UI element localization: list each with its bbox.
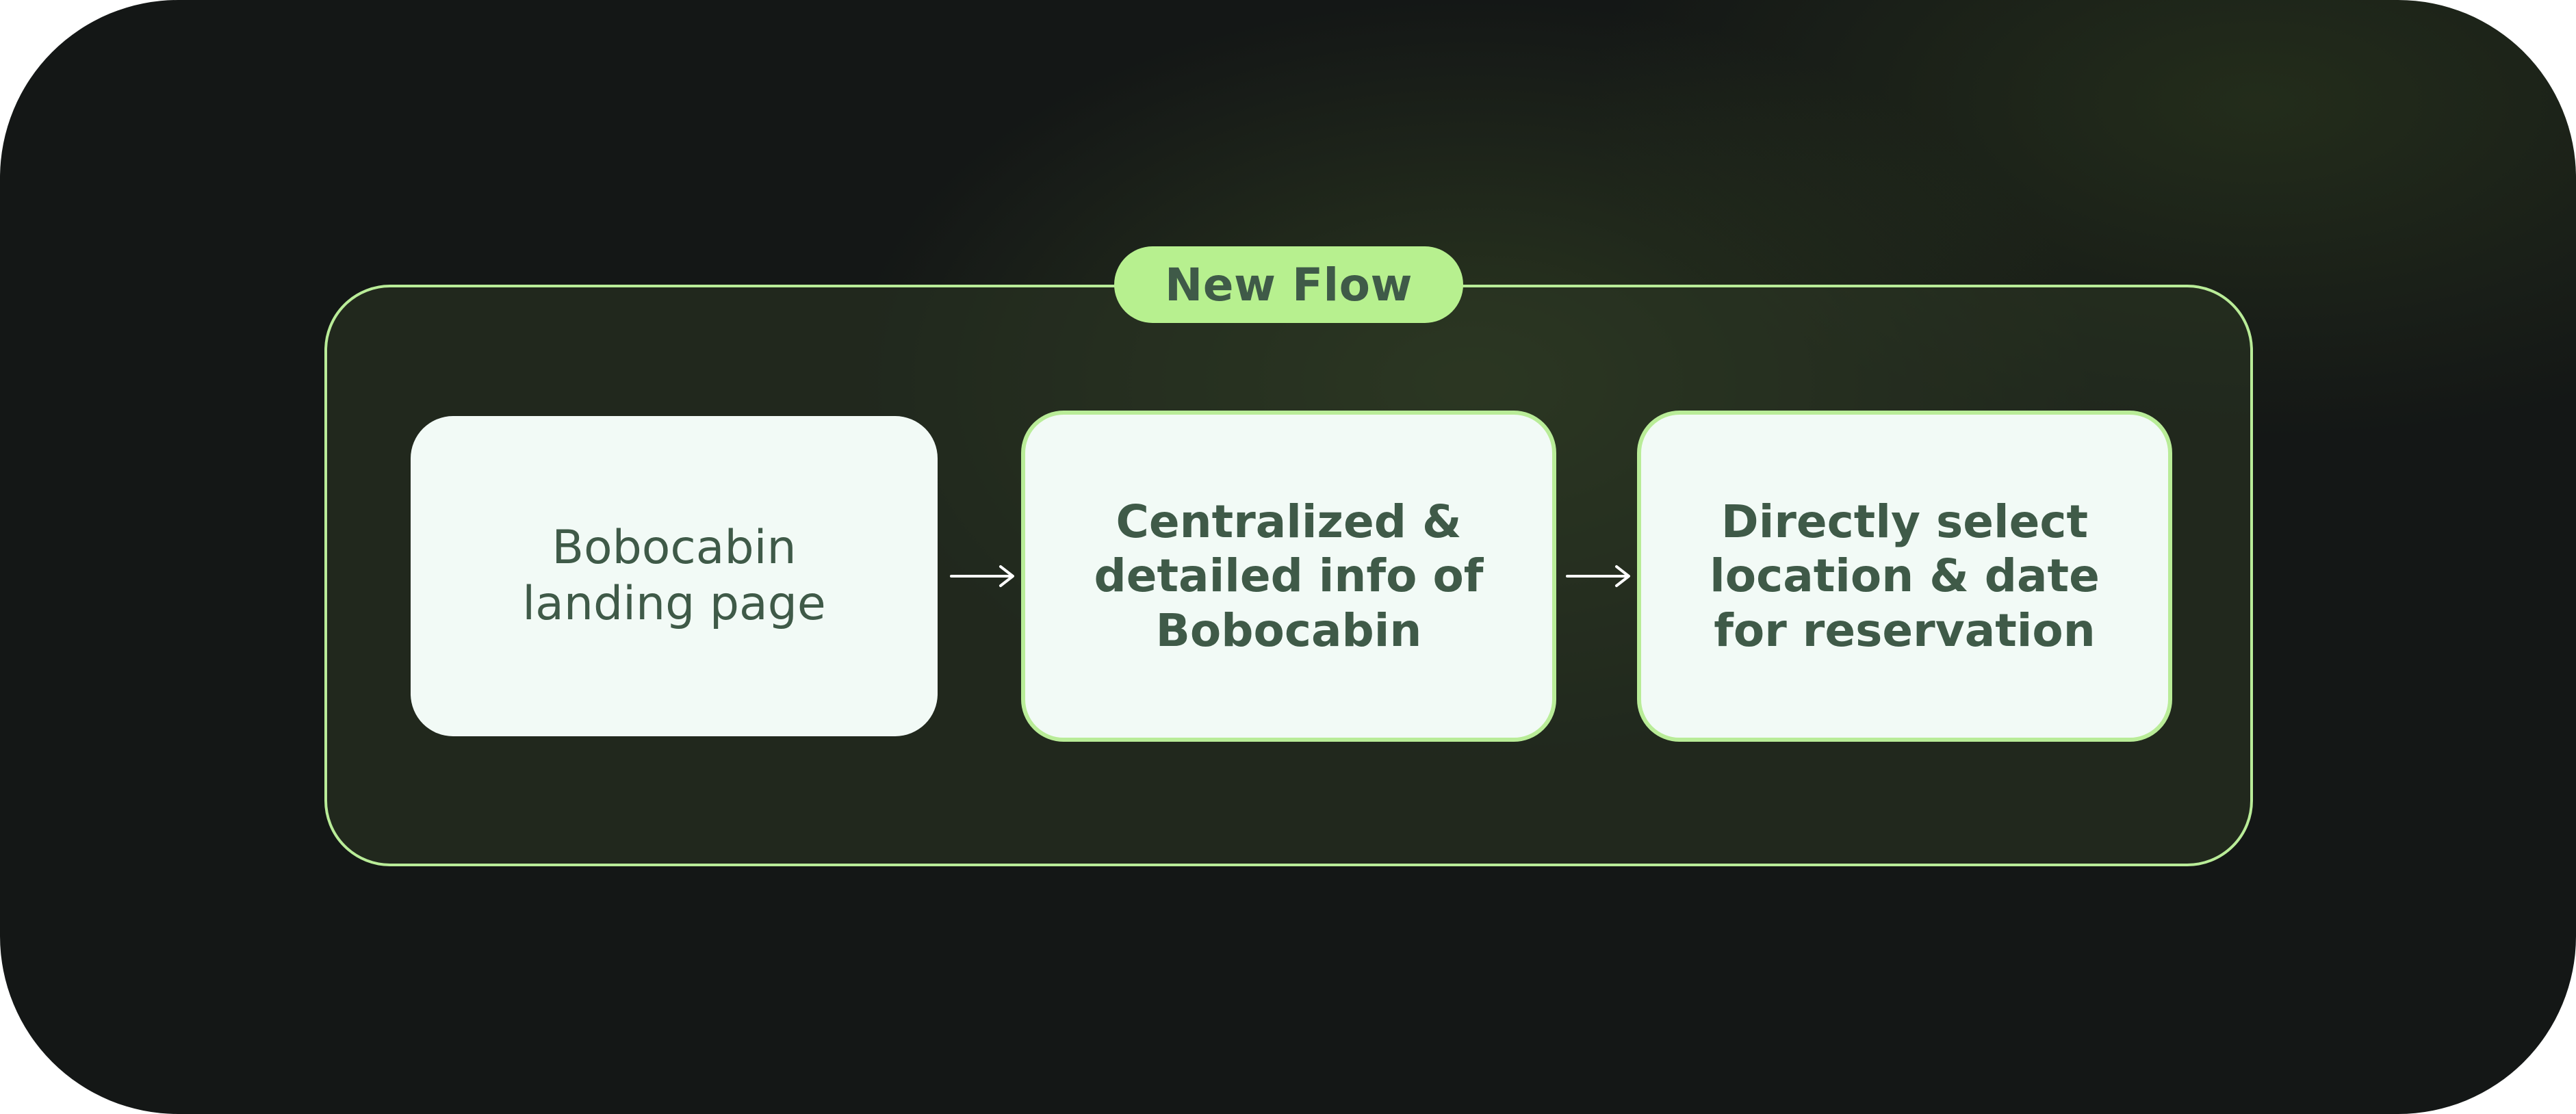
flow-title-badge: New Flow <box>1114 246 1463 323</box>
step-line: location & date <box>1710 549 2100 603</box>
step-line: detailed info of <box>1094 549 1484 603</box>
arrow-right-icon <box>950 565 1014 587</box>
step-line: landing page <box>522 577 826 631</box>
step-label: Centralized & detailed info of Bobocabin <box>1073 495 1504 658</box>
step-select-reservation: Directly select location & date for rese… <box>1637 411 2172 742</box>
step-label: Bobocabin landing page <box>502 520 846 632</box>
step-line: Directly select <box>1721 495 2089 549</box>
step-line: Centralized & <box>1116 495 1462 549</box>
step-line: for reservation <box>1714 604 2096 657</box>
step-centralized-info: Centralized & detailed info of Bobocabin <box>1021 411 1556 742</box>
step-label: Directly select location & date for rese… <box>1689 495 2120 658</box>
step-landing-page: Bobocabin landing page <box>411 416 938 736</box>
step-line: Bobocabin <box>552 521 797 575</box>
arrow-right-icon <box>1566 565 1630 587</box>
flow-title-label: New Flow <box>1165 258 1413 311</box>
step-line: Bobocabin <box>1155 604 1422 657</box>
